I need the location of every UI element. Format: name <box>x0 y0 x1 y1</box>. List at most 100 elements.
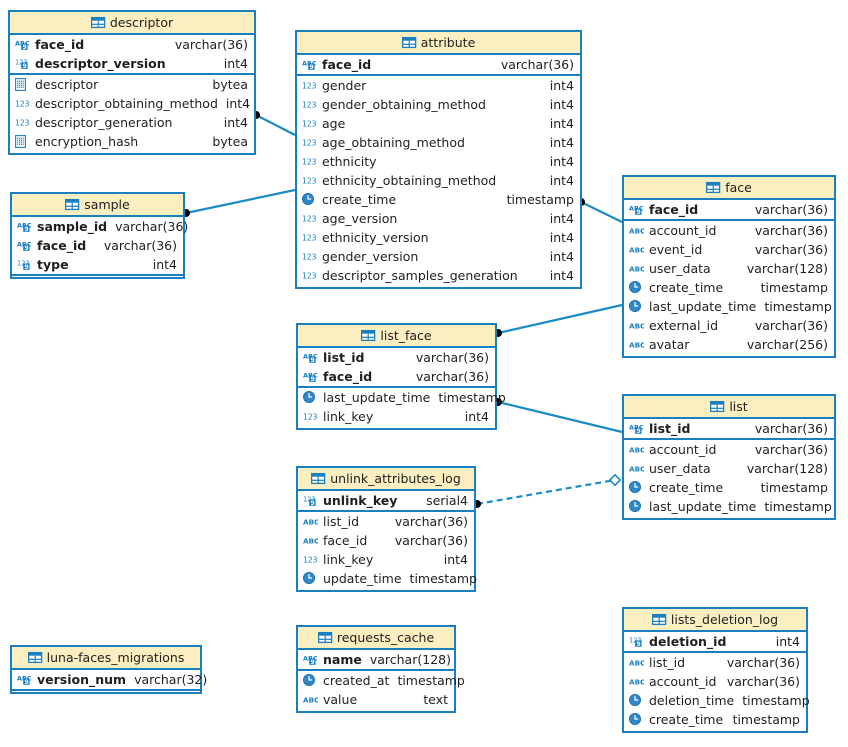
table-header[interactable]: list_face <box>298 325 495 348</box>
column-type: varchar(128) <box>746 261 828 276</box>
column-name: face_id <box>37 238 87 253</box>
column-type: serial4 <box>426 493 468 508</box>
svg-text:ABC: ABC <box>17 221 32 229</box>
column-type: int4 <box>549 97 574 112</box>
column-type: int4 <box>549 116 574 131</box>
column-type: varchar(256) <box>746 337 828 352</box>
table-header[interactable]: unlink_attributes_log <box>298 468 474 491</box>
column-type: int4 <box>549 230 574 245</box>
relationship-descriptor-attribute <box>252 111 296 136</box>
123-icon: 123 <box>302 270 319 282</box>
svg-text:123: 123 <box>302 157 317 166</box>
column-name: last_update_time <box>649 499 757 514</box>
column-name: encryption_hash <box>35 134 139 149</box>
column-type: varchar(128) <box>746 461 828 476</box>
svg-text:ABC: ABC <box>629 321 644 330</box>
column-type: timestamp <box>764 499 832 514</box>
123-icon: 123 <box>15 98 32 110</box>
svg-text:ABC: ABC <box>629 340 644 349</box>
abc-icon: ABC <box>629 676 646 688</box>
column-type: varchar(36) <box>103 238 177 253</box>
column-type: timestamp <box>760 280 828 295</box>
svg-text:ABC: ABC <box>303 352 318 360</box>
column-type: timestamp <box>397 673 465 688</box>
svg-text:ABC: ABC <box>17 240 32 248</box>
column-name: account_id <box>649 674 717 689</box>
123-icon: 123 <box>302 232 319 244</box>
table-header[interactable]: sample <box>12 194 183 217</box>
table-name: unlink_attributes_log <box>330 471 461 486</box>
table-header[interactable]: face <box>624 177 834 200</box>
svg-text:9: 9 <box>311 500 315 507</box>
relationship-line <box>185 188 296 215</box>
column-name: link_key <box>323 552 374 567</box>
abc-icon: ABC <box>629 463 646 475</box>
table-name: luna-faces_migrations <box>46 650 185 665</box>
table-header[interactable]: list <box>624 396 834 419</box>
table-icon <box>317 631 333 644</box>
column-type: timestamp <box>438 390 506 405</box>
table-header[interactable]: attribute <box>297 32 580 55</box>
column-name: deletion_time <box>649 693 735 708</box>
svg-text:9: 9 <box>25 264 29 271</box>
column-name: list_id <box>649 421 691 436</box>
table-header[interactable]: descriptor <box>10 12 254 35</box>
column-name: last_update_time <box>323 390 431 405</box>
clock-icon <box>629 694 646 707</box>
svg-text:ABC: ABC <box>17 674 32 682</box>
column-type: varchar(36) <box>754 242 828 257</box>
svg-text:123: 123 <box>303 412 318 421</box>
table-icon <box>706 181 721 194</box>
abc-icon: ABC <box>629 244 646 256</box>
123-icon: 123 <box>302 137 319 149</box>
column-name: created_at <box>323 673 390 688</box>
column-name: face_id <box>323 369 373 384</box>
column-name: age_version <box>322 211 398 226</box>
column-name: age_obtaining_method <box>322 135 465 150</box>
table-header[interactable]: luna-faces_migrations <box>12 647 200 670</box>
svg-text:ABC: ABC <box>629 226 644 235</box>
column-type: int4 <box>549 211 574 226</box>
abc-icon: ABC <box>629 657 646 669</box>
column-name: user_data <box>649 261 711 276</box>
table-header[interactable]: lists_deletion_log <box>624 609 806 632</box>
svg-text:ABC: ABC <box>629 245 644 254</box>
table-header[interactable]: requests_cache <box>298 627 454 650</box>
svg-text:9: 9 <box>311 357 315 364</box>
table-icon <box>361 329 376 342</box>
column-name: version_num <box>37 672 127 687</box>
relationship-line <box>497 303 623 335</box>
column-type: varchar(128) <box>369 652 451 667</box>
column-type: varchar(36) <box>394 533 468 548</box>
table-icon <box>65 198 80 211</box>
